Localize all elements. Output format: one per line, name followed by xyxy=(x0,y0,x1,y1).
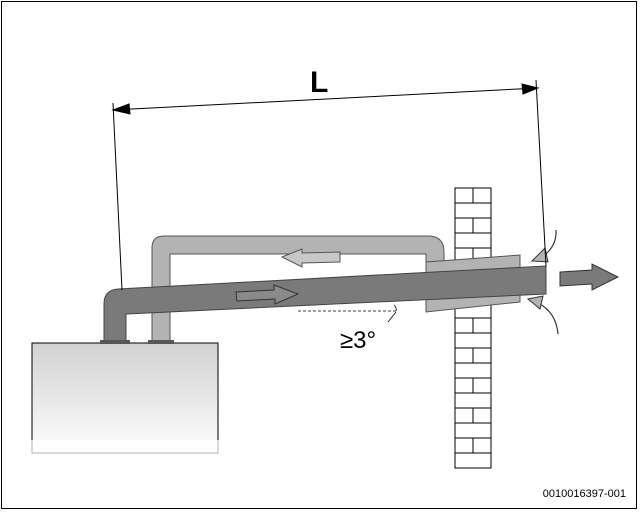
boiler-connection xyxy=(100,340,130,344)
boiler-unit xyxy=(31,342,219,454)
flue-pipe xyxy=(103,265,547,344)
intake-air-arrow-icon xyxy=(530,229,557,263)
brick-wall xyxy=(454,187,492,469)
slope-indicator xyxy=(298,304,397,323)
exhaust-flow-arrow-icon xyxy=(559,263,620,291)
dimension-L xyxy=(111,79,547,291)
reference-code: 0010016397-001 xyxy=(542,488,626,500)
angle-label: ≥3° xyxy=(340,327,376,354)
boiler-fade-mask xyxy=(31,440,220,460)
flue-flow-arrow-icon xyxy=(235,284,300,305)
boiler-connection xyxy=(148,340,174,344)
return-flow-arrow-icon xyxy=(280,248,341,268)
intake-air-arrow-icon xyxy=(526,295,559,335)
dimension-label: L xyxy=(310,66,328,99)
